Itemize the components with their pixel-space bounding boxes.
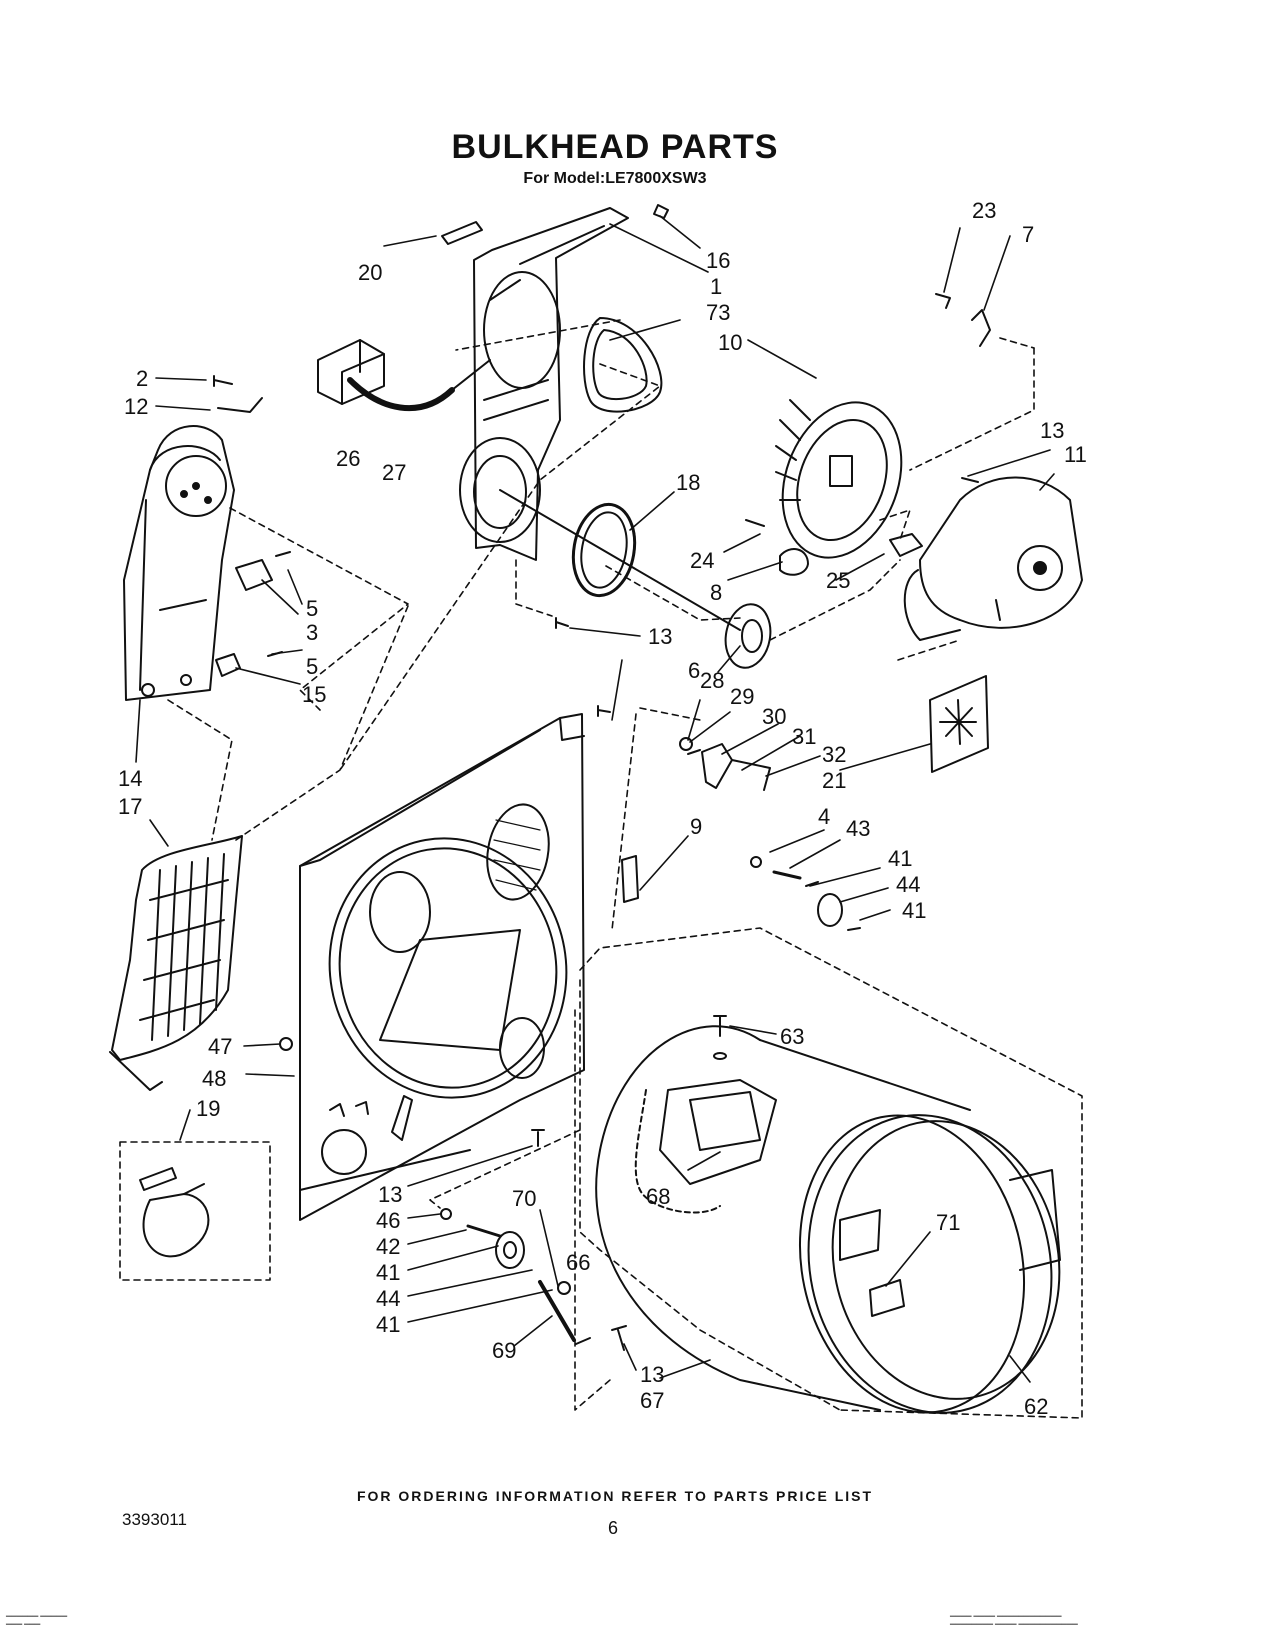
callout-14: 14 (118, 766, 143, 791)
callout-67: 67 (640, 1388, 665, 1413)
callout-12: 12 (124, 394, 149, 419)
callout-5-lower: 5 (306, 654, 319, 679)
leader-dash-lines (120, 320, 1082, 1418)
callout-31: 31 (792, 724, 817, 749)
callout-29: 29 (730, 684, 755, 709)
callout-11: 11 (1064, 442, 1087, 467)
callout-17: 17 (118, 794, 143, 819)
callout-13-fan: 13 (1040, 418, 1065, 443)
bulkhead-screws (532, 618, 610, 1146)
callout-18: 18 (676, 470, 701, 495)
roller-parts (751, 857, 860, 930)
heater-element-part (110, 836, 242, 1090)
callout-2: 2 (136, 366, 149, 391)
terminal-block-part (318, 340, 490, 408)
callout-28: 28 (700, 668, 725, 693)
callout-19: 19 (196, 1096, 221, 1121)
callout-63: 63 (780, 1024, 805, 1049)
callout-68: 68 (646, 1184, 671, 1209)
callout-1: 1 (710, 274, 723, 299)
blower-housing-part (905, 478, 1082, 641)
duct-gasket-part (584, 318, 661, 412)
wire-tie-kit-part (140, 1168, 208, 1256)
fan-clip-part (936, 294, 990, 482)
callout-8: 8 (710, 580, 723, 605)
bulkhead-duct-part (460, 208, 628, 560)
callout-arrows (136, 216, 1054, 1382)
callout-27: 27 (382, 460, 407, 485)
callout-46: 46 (376, 1208, 401, 1233)
callout-41-b: 41 (902, 898, 927, 923)
callout-41-a: 41 (888, 846, 913, 871)
drum-part (596, 1026, 1084, 1435)
model-number: For Model:LE7800XSW3 (523, 170, 707, 187)
callout-13-duct: 13 (648, 624, 673, 649)
door-switch-parts (622, 738, 770, 902)
callout-3: 3 (306, 620, 319, 645)
callout-43: 43 (846, 816, 871, 841)
instruction-label-part (930, 676, 988, 772)
callout-24: 24 (690, 548, 715, 573)
callout-5-upper: 5 (306, 596, 319, 621)
callout-42: 42 (376, 1234, 401, 1259)
callout-21: 21 (822, 768, 847, 793)
callout-44-b: 44 (376, 1286, 401, 1311)
callout-16: 16 (706, 248, 731, 273)
callout-73: 73 (706, 300, 731, 325)
callout-44-a: 44 (896, 872, 921, 897)
idler-screws-part (214, 376, 262, 412)
page-number: 6 (608, 1518, 619, 1538)
callout-30: 30 (762, 704, 787, 729)
callout-13-drum: 13 (640, 1362, 665, 1387)
callout-23: 23 (972, 198, 997, 223)
callout-32: 32 (822, 742, 847, 767)
callout-26: 26 (336, 446, 361, 471)
fine-print-right: ▁▁▁▁ ▁▁▁▁ ▁▁▁▁▁▁▁▁▁▁▁▁▁▁▁▁▁▁▁▁ ▁▁▁▁ ▁▁▁▁… (950, 1610, 1078, 1625)
callout-62: 62 (1024, 1394, 1049, 1419)
drum-screws-part (714, 1016, 726, 1059)
callout-13-panel: 13 (378, 1182, 403, 1207)
callout-6: 6 (688, 658, 701, 683)
blower-wheel-part (762, 386, 922, 575)
idler-arm-part (124, 426, 234, 700)
callout-9: 9 (690, 814, 703, 839)
seal-small-parts (746, 520, 922, 575)
callout-15: 15 (302, 682, 327, 707)
front-roller-parts (441, 1209, 626, 1350)
callout-4: 4 (818, 804, 831, 829)
callout-66: 66 (566, 1250, 591, 1275)
callout-41-c: 41 (376, 1260, 401, 1285)
callout-71: 71 (936, 1210, 961, 1235)
callout-47: 47 (208, 1034, 233, 1059)
thermostat-switch-part (216, 552, 290, 676)
callout-20: 20 (358, 260, 383, 285)
callout-10: 10 (718, 330, 743, 355)
bulkhead-panel-part (280, 714, 587, 1220)
ordering-note: FOR ORDERING INFORMATION REFER TO PARTS … (356, 1488, 874, 1504)
callout-48: 48 (202, 1066, 227, 1091)
callout-69: 69 (492, 1338, 517, 1363)
felt-seal-part (500, 490, 775, 671)
callout-70: 70 (512, 1186, 537, 1211)
diagram-title: BULKHEAD PARTS (451, 128, 779, 166)
document-number: 3393011 (122, 1510, 187, 1529)
thermal-fuse-part (442, 205, 668, 244)
callout-25: 25 (826, 568, 851, 593)
callout-41-d: 41 (376, 1312, 401, 1337)
callout-7: 7 (1022, 222, 1035, 247)
drum-baffle-part (636, 1080, 776, 1213)
fine-print-left: ▁▁▁▁▁▁ ▁▁▁▁▁▁▁▁ ▁▁▁ (6, 1610, 68, 1625)
